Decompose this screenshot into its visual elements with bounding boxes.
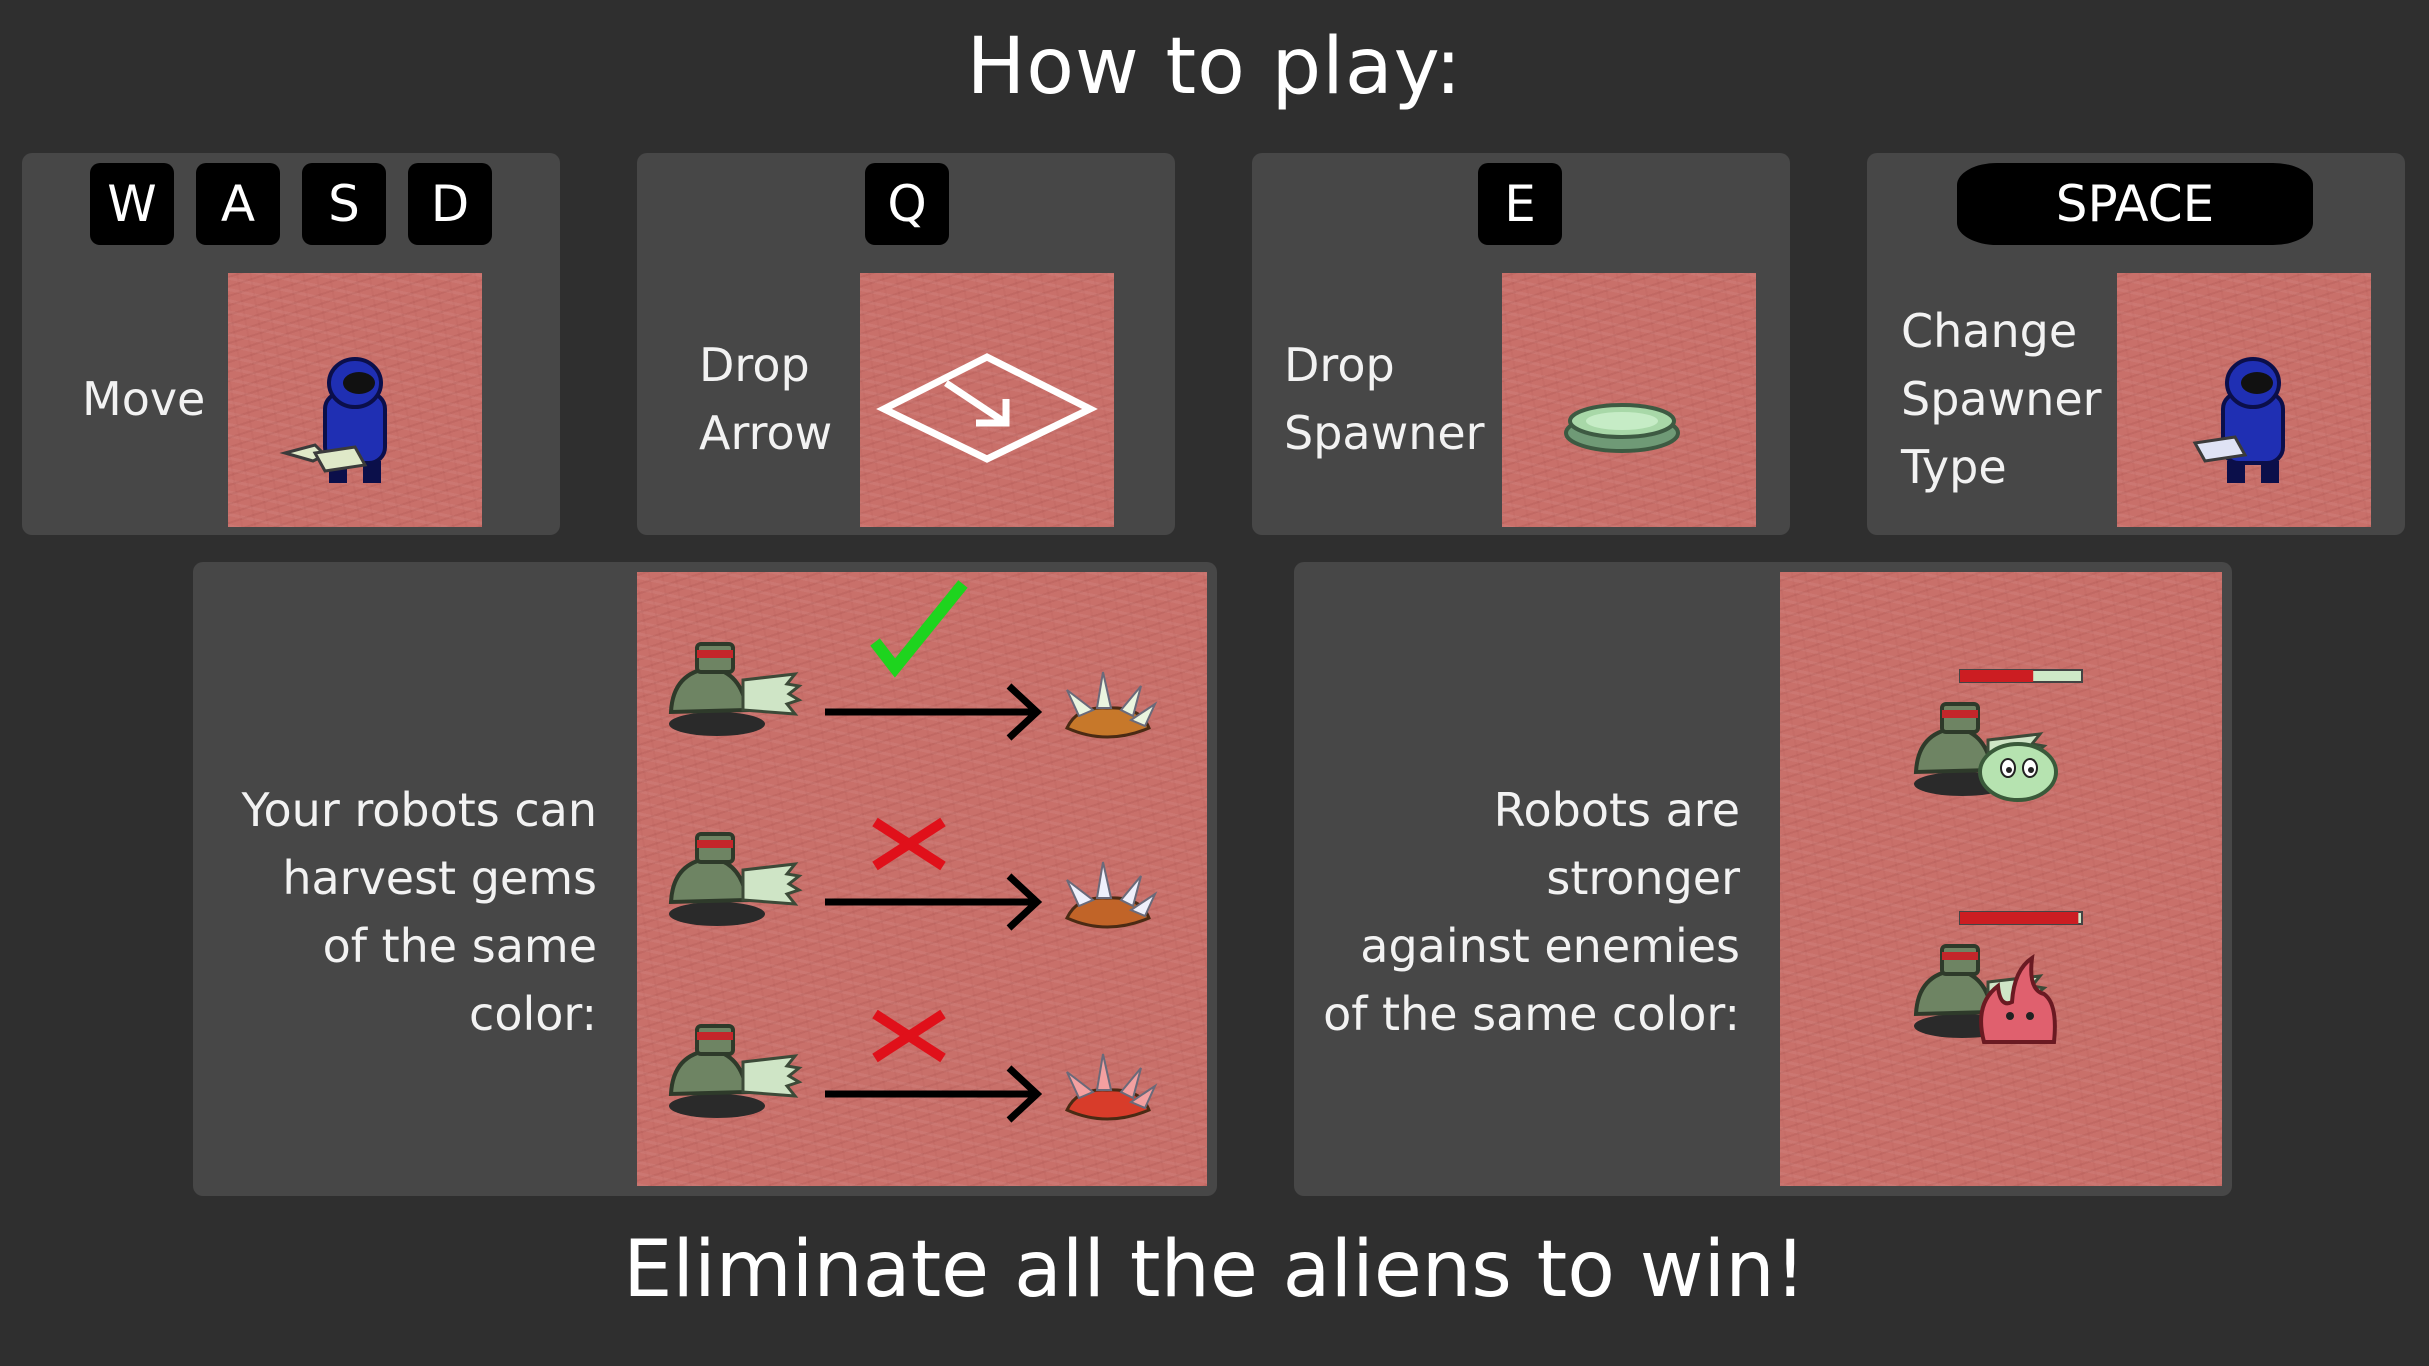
arrow-head-icon [1006, 683, 1043, 741]
wrench-icon [2192, 435, 2248, 463]
change-label: Change Spawner Type [1901, 297, 2102, 501]
key-e: E [1478, 163, 1562, 245]
move-label: Move [82, 365, 205, 433]
robot-sprite [668, 1024, 803, 1118]
cross-icon [872, 1009, 946, 1063]
red-gem [1065, 1053, 1158, 1121]
spawner-panel: E Drop Spawner [1252, 153, 1790, 535]
change-panel: SPACE Change Spawner Type [1867, 153, 2405, 535]
change-label-line-3: Type [1901, 440, 2007, 494]
harvest-text: Your robots can harvest gems of the same… [193, 776, 597, 1048]
check-icon [870, 580, 968, 678]
harvest-text-line-3: of the same color: [322, 919, 597, 1041]
health-bar [1959, 669, 2083, 683]
key-d: D [408, 163, 492, 245]
harvest-diagram-svg [668, 580, 1158, 1123]
red-flame-alien [1979, 953, 2057, 1044]
move-panel: W A S D Move [22, 153, 560, 535]
harvest-text-line-2: harvest gems [282, 851, 597, 905]
arrow-head-icon [1006, 873, 1043, 931]
arrow-label-line-2: Arrow [699, 406, 833, 460]
key-space: SPACE [1957, 163, 2313, 245]
spawner-label-line-1: Drop [1284, 338, 1395, 392]
white-gem [1065, 861, 1158, 929]
arrow-label-line-1: Drop [699, 338, 810, 392]
change-preview [2117, 273, 2371, 527]
strength-text-line-1: Robots are stronger [1493, 783, 1740, 905]
harvest-diagram [637, 572, 1207, 1186]
move-preview [228, 273, 482, 527]
move-label-line: Move [82, 372, 206, 426]
green-slime-alien [1978, 742, 2058, 802]
win-condition: Eliminate all the aliens to win! [623, 1225, 1806, 1315]
strength-diagram-svg [1913, 669, 2083, 1044]
spawner-pad-sprite [1564, 403, 1680, 453]
cross-icon [872, 817, 946, 871]
robot-sprite [668, 832, 803, 926]
strength-panel: Robots are stronger against enemies of t… [1294, 562, 2232, 1196]
key-a: A [196, 163, 280, 245]
strength-text-line-2: against enemies [1360, 919, 1740, 973]
key-w: W [90, 163, 174, 245]
spawner-preview [1502, 273, 1756, 527]
robot-sprite [668, 642, 803, 736]
page-title: How to play: [966, 22, 1463, 112]
astronaut-sprite [279, 357, 387, 483]
arrow-label: Drop Arrow [699, 331, 832, 467]
arrow-preview [860, 273, 1114, 527]
direction-arrow-marker [876, 353, 1098, 463]
change-label-line-2: Spawner [1901, 372, 2102, 426]
strength-text: Robots are stronger against enemies of t… [1294, 776, 1740, 1048]
strength-text-line-3: of the same color: [1323, 987, 1740, 1041]
arrow-head-icon [1006, 1065, 1043, 1123]
change-label-line-1: Change [1901, 304, 2078, 358]
harvest-panel: Your robots can harvest gems of the same… [193, 562, 1217, 1196]
green-gem [1065, 671, 1158, 739]
key-q: Q [865, 163, 949, 245]
health-bar [1959, 911, 2083, 925]
astronaut-sprite [2192, 357, 2285, 483]
key-s: S [302, 163, 386, 245]
arrow-panel: Q Drop Arrow [637, 153, 1175, 535]
harvest-text-line-1: Your robots can [241, 783, 597, 837]
strength-diagram [1780, 572, 2222, 1186]
spawner-label-line-2: Spawner [1284, 406, 1485, 460]
spawner-label: Drop Spawner [1284, 331, 1485, 467]
